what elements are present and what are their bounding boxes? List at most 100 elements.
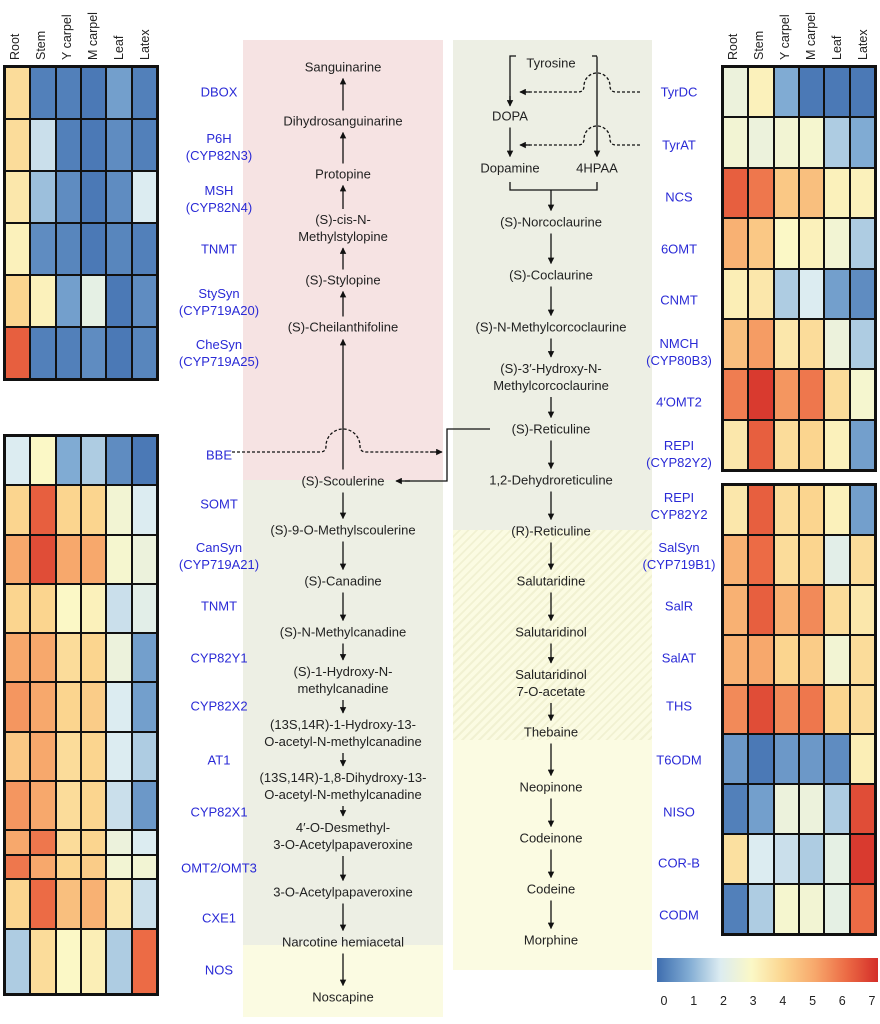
compound-name-line: Tyrosine: [526, 55, 576, 71]
compound-dihydrosanguinarine: Dihydrosanguinarine: [283, 113, 402, 130]
enzyme-label-line: TyrAT: [662, 137, 696, 153]
heatmap-cell: [106, 854, 132, 880]
enzyme-label-line: OMT2/OMT3: [181, 860, 257, 876]
compound-name-line: (S)-Coclaurine: [509, 267, 593, 283]
heatmap-cell: [30, 854, 56, 880]
heatmap-cell: [30, 534, 56, 584]
heatmap-cell: [80, 436, 107, 486]
compound-name-line: (S)-Canadine: [304, 573, 382, 589]
enzyme-label-line: CYP82Y2: [650, 507, 708, 522]
compound-name-line: Noscapine: [312, 989, 374, 1005]
enzyme-label-line: BBE: [205, 447, 233, 463]
compound-name-line: 3-O-Acetylpapaveroxine: [273, 884, 413, 900]
heatmap-cell: [106, 534, 132, 584]
compound-s-reticuline: (S)-Reticuline: [512, 421, 591, 438]
enzyme-label-line: (CYP82N4): [185, 200, 253, 215]
heatmap-cell: [131, 633, 157, 683]
heatmap-cell: [30, 436, 56, 486]
heatmap-cell: [824, 419, 850, 470]
heatmap-cell: [748, 117, 774, 168]
heatmap-cell: [798, 734, 825, 785]
compound-name-line: 7-O-acetate: [516, 684, 586, 699]
heatmap-cell: [824, 318, 850, 370]
heatmap-cell: [824, 734, 850, 785]
heatmap-cell: [106, 436, 132, 486]
heatmap-cell: [798, 834, 825, 885]
heatmap-cell: [849, 634, 875, 685]
compound-name-line: Salutaridinol: [515, 667, 587, 682]
heatmap-cell: [748, 318, 774, 370]
heatmap-cell: [106, 928, 132, 994]
heatmap-row: [723, 419, 875, 470]
heatmap-cell: [723, 218, 749, 269]
heatmap-row: [723, 534, 875, 585]
heatmap-cell: [106, 327, 132, 379]
heatmap-cell: [824, 485, 850, 535]
heatmap-cell: [824, 584, 850, 635]
heatmap-row: [723, 584, 875, 635]
color-scale-tick-label: 7: [868, 994, 876, 1008]
enzyme-label-line: (CYP82N3): [185, 148, 253, 163]
heatmap-cell: [723, 584, 749, 635]
heatmap-row: [5, 830, 157, 855]
color-scale-bar: [657, 958, 878, 982]
heatmap-cell: [849, 318, 875, 370]
heatmap-cell: [131, 67, 157, 119]
enzyme-label-line: CYP82X2: [190, 698, 248, 714]
enzyme-label-ncs: NCS: [665, 189, 692, 206]
heatmap-cell: [824, 117, 850, 168]
heatmap-cell: [773, 534, 799, 585]
compound-name-line: 4′-O-Desmethyl-: [295, 820, 391, 835]
compound-name-line: (S)-cis-N-: [315, 212, 371, 227]
enzyme-label-salr: SalR: [665, 598, 693, 615]
heatmap-cell: [5, 633, 31, 683]
heatmap-cell: [723, 117, 749, 168]
compound-name-line: Thebaine: [523, 724, 579, 740]
heatmap-cell: [55, 583, 81, 633]
heatmap-cell: [5, 485, 31, 535]
heatmap-cell: [723, 734, 749, 785]
compound-name-line: Methylcorcoclaurine: [493, 378, 609, 393]
heatmap-cell: [55, 780, 81, 830]
heatmap-cell: [80, 171, 107, 223]
compound-name-line: (S)-Scoulerine: [301, 473, 385, 489]
heatmap-cell: [55, 830, 81, 855]
heatmap-cell: [723, 534, 749, 585]
heatmap-left-bottom: [3, 434, 159, 996]
heatmap-cell: [723, 268, 749, 319]
heatmap-cell: [773, 369, 799, 420]
compound-name-line: Protopine: [315, 166, 371, 182]
heatmap-cell: [773, 784, 799, 835]
enzyme-label-line: CXE1: [202, 910, 236, 926]
heatmap-cell: [723, 419, 749, 470]
enzyme-label-line: 6OMT: [660, 241, 698, 257]
enzyme-label-bbe: BBE: [206, 447, 232, 464]
enzyme-label-line: CheSyn: [195, 337, 243, 352]
heatmap-cell: [5, 534, 31, 584]
compound-name-line: methylcanadine: [297, 681, 389, 696]
heatmap-cell: [30, 223, 56, 275]
enzyme-label-tyrdc: TyrDC: [661, 84, 698, 101]
compound-dopa: DOPA: [492, 108, 528, 125]
compound-r-reticuline: (R)-Reticuline: [511, 523, 590, 540]
heatmap-row: [5, 485, 157, 535]
enzyme-label-line: (CYP719A25): [178, 354, 260, 369]
heatmap-cell: [55, 171, 81, 223]
heatmap-cell: [131, 534, 157, 584]
heatmap-row: [723, 834, 875, 885]
heatmap-cell: [106, 583, 132, 633]
compound-sanguinarine: Sanguinarine: [305, 59, 382, 76]
column-label-m-carpel: M carpel: [86, 12, 100, 60]
heatmap-cell: [106, 879, 132, 929]
enzyme-label-line: REPI: [663, 438, 695, 453]
heatmap-cell: [55, 67, 81, 119]
color-scale-tick-label: 1: [690, 994, 698, 1008]
compound-name-line: 1,2-Dehydroreticuline: [489, 472, 613, 488]
heatmap-cell: [106, 275, 132, 327]
heatmap-cell: [824, 268, 850, 319]
compound-s-coclaurine: (S)-Coclaurine: [509, 267, 593, 284]
heatmap-row: [723, 784, 875, 835]
heatmap-cell: [55, 534, 81, 584]
heatmap-row: [5, 879, 157, 929]
heatmap-cell: [748, 268, 774, 319]
